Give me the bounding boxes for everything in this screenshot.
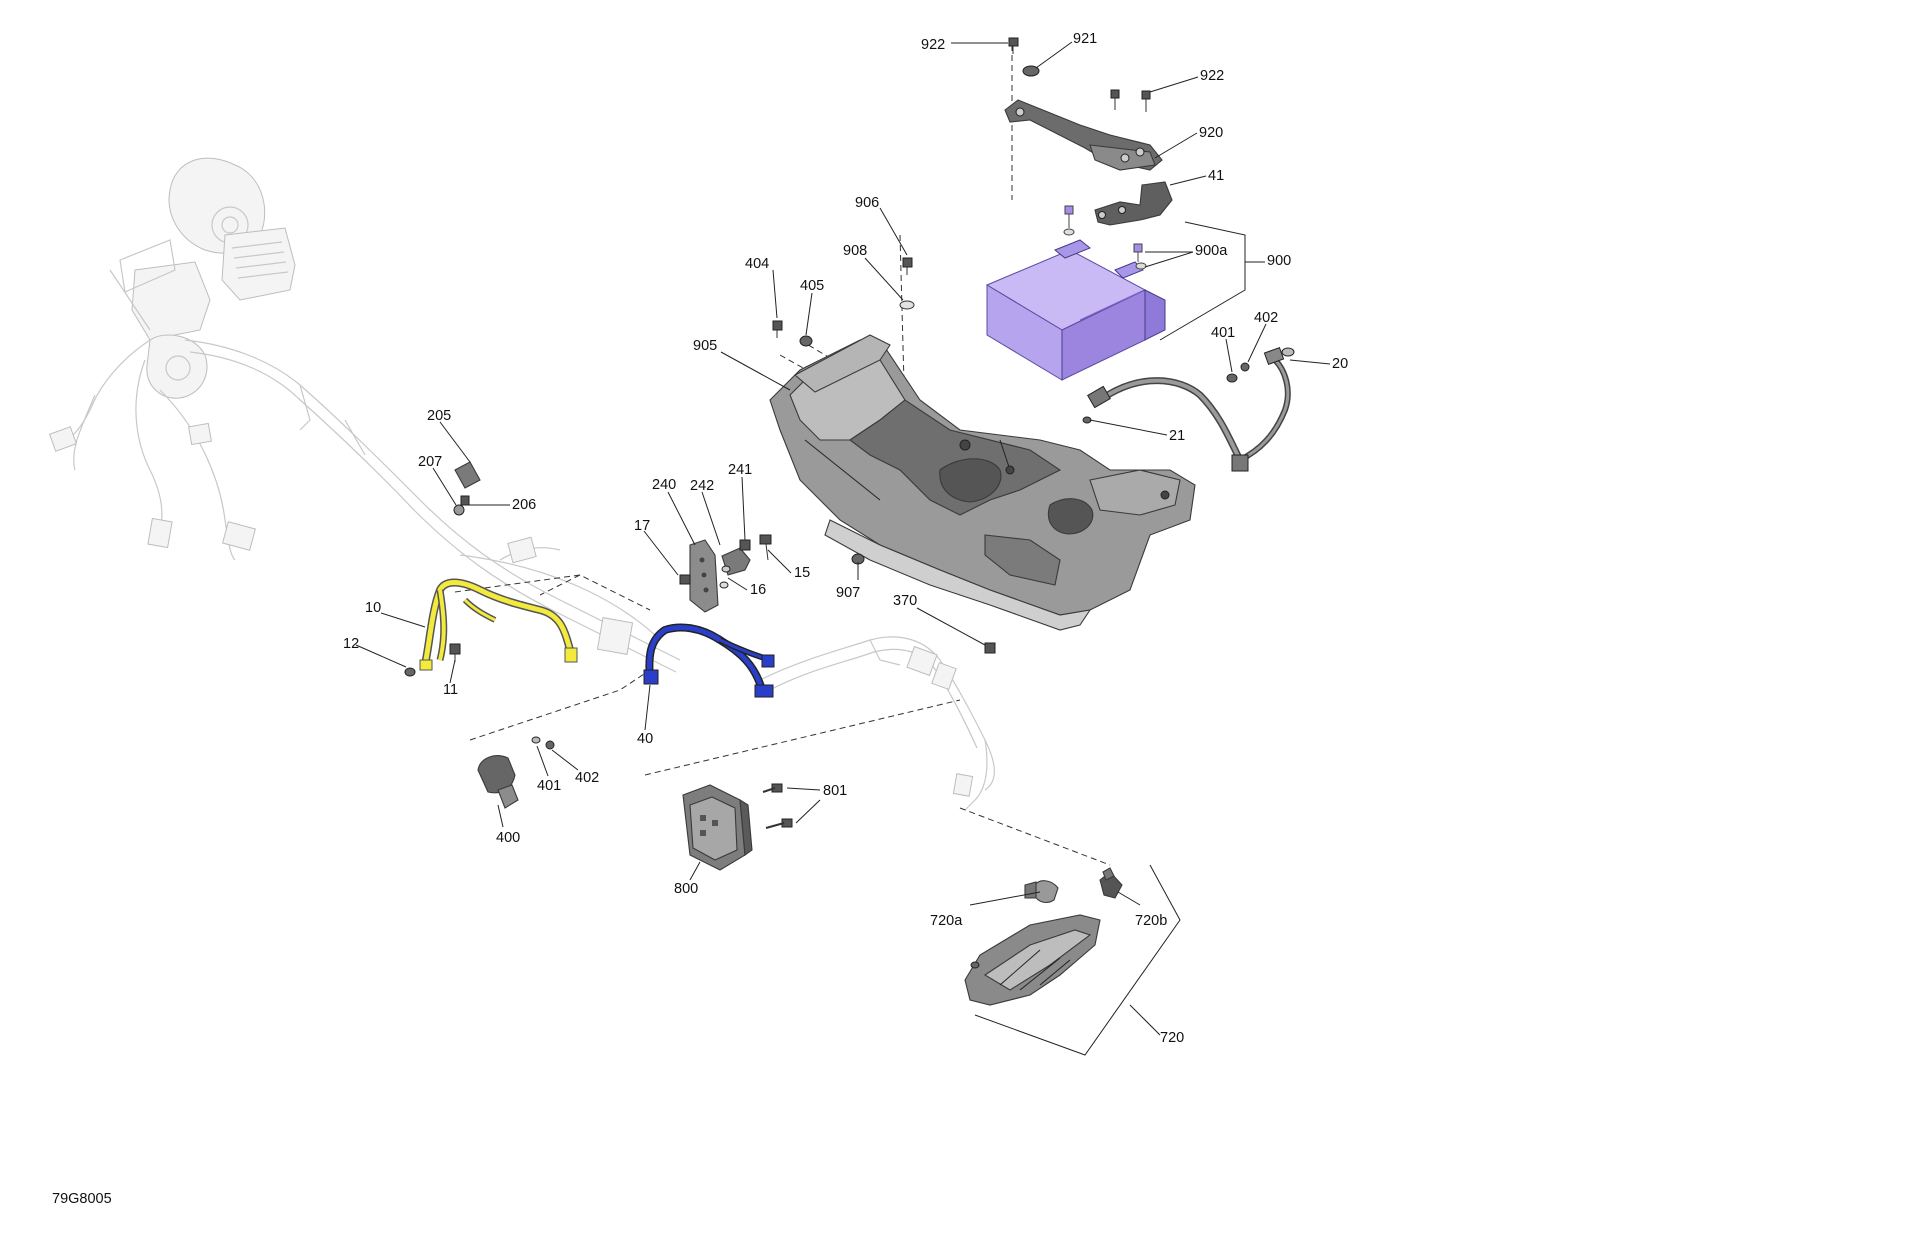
callout-908: 908 bbox=[843, 243, 867, 259]
callout-905: 905 bbox=[693, 338, 717, 354]
battery-tray-frame bbox=[769, 334, 1196, 631]
callout-12: 12 bbox=[343, 636, 359, 652]
callout-206: 206 bbox=[512, 497, 536, 513]
callout-241: 241 bbox=[728, 462, 752, 478]
mount-bracket-240 bbox=[679, 534, 772, 613]
callout-labels: 922 921 922 920 41 906 908 900a 900 404 … bbox=[52, 31, 1348, 1207]
callout-907: 907 bbox=[836, 585, 860, 601]
battery-hold-down bbox=[1004, 99, 1173, 226]
callout-17: 17 bbox=[634, 518, 650, 534]
callout-900: 900 bbox=[1267, 253, 1291, 269]
battery bbox=[985, 239, 1166, 381]
callout-401: 401 bbox=[537, 778, 561, 794]
callout-404: 404 bbox=[745, 256, 769, 272]
callout-800: 800 bbox=[674, 881, 698, 897]
callout-922: 922 bbox=[921, 37, 945, 53]
callout-922: 922 bbox=[1200, 68, 1224, 84]
callout-15: 15 bbox=[794, 565, 810, 581]
battery-cable bbox=[1087, 346, 1295, 472]
callout-402: 402 bbox=[575, 770, 599, 786]
callout-405: 405 bbox=[800, 278, 824, 294]
callout-11: 11 bbox=[443, 682, 458, 698]
battery-terminal-bolts bbox=[1063, 205, 1147, 270]
callout-920: 920 bbox=[1199, 125, 1223, 141]
top-hardware bbox=[772, 37, 1250, 654]
relay-400 bbox=[477, 736, 555, 809]
callout-20: 20 bbox=[1332, 356, 1348, 372]
callout-720a: 720a bbox=[930, 913, 963, 929]
taillight-720 bbox=[964, 867, 1123, 1006]
connector-bracket-205 bbox=[453, 461, 481, 516]
callout-921: 921 bbox=[1073, 31, 1097, 47]
callout-906: 906 bbox=[855, 195, 879, 211]
callout-242: 242 bbox=[690, 478, 714, 494]
blue-harness bbox=[643, 623, 775, 698]
callout-801: 801 bbox=[823, 783, 847, 799]
callout-400: 400 bbox=[496, 830, 520, 846]
callout-900a: 900a bbox=[1195, 243, 1228, 259]
ghosted-engine-harness bbox=[48, 157, 995, 811]
callout-401: 401 bbox=[1211, 325, 1235, 341]
grouping-brackets bbox=[974, 221, 1265, 1056]
callout-370: 370 bbox=[893, 593, 917, 609]
callout-21: 21 bbox=[1169, 428, 1185, 444]
leader-lines bbox=[355, 41, 1331, 906]
callout-720: 720 bbox=[1160, 1030, 1184, 1046]
callout-205: 205 bbox=[427, 408, 451, 424]
callout-16: 16 bbox=[750, 582, 766, 598]
callout-207: 207 bbox=[418, 454, 442, 470]
figure-code: 79G8005 bbox=[52, 1191, 112, 1207]
callout-40: 40 bbox=[637, 731, 653, 747]
callout-41: 41 bbox=[1208, 168, 1224, 184]
yellow-harness bbox=[404, 578, 578, 677]
callout-402: 402 bbox=[1254, 310, 1278, 326]
module-800 bbox=[682, 783, 793, 871]
callout-720b: 720b bbox=[1135, 913, 1167, 929]
callout-240: 240 bbox=[652, 477, 676, 493]
callout-10: 10 bbox=[365, 600, 381, 616]
